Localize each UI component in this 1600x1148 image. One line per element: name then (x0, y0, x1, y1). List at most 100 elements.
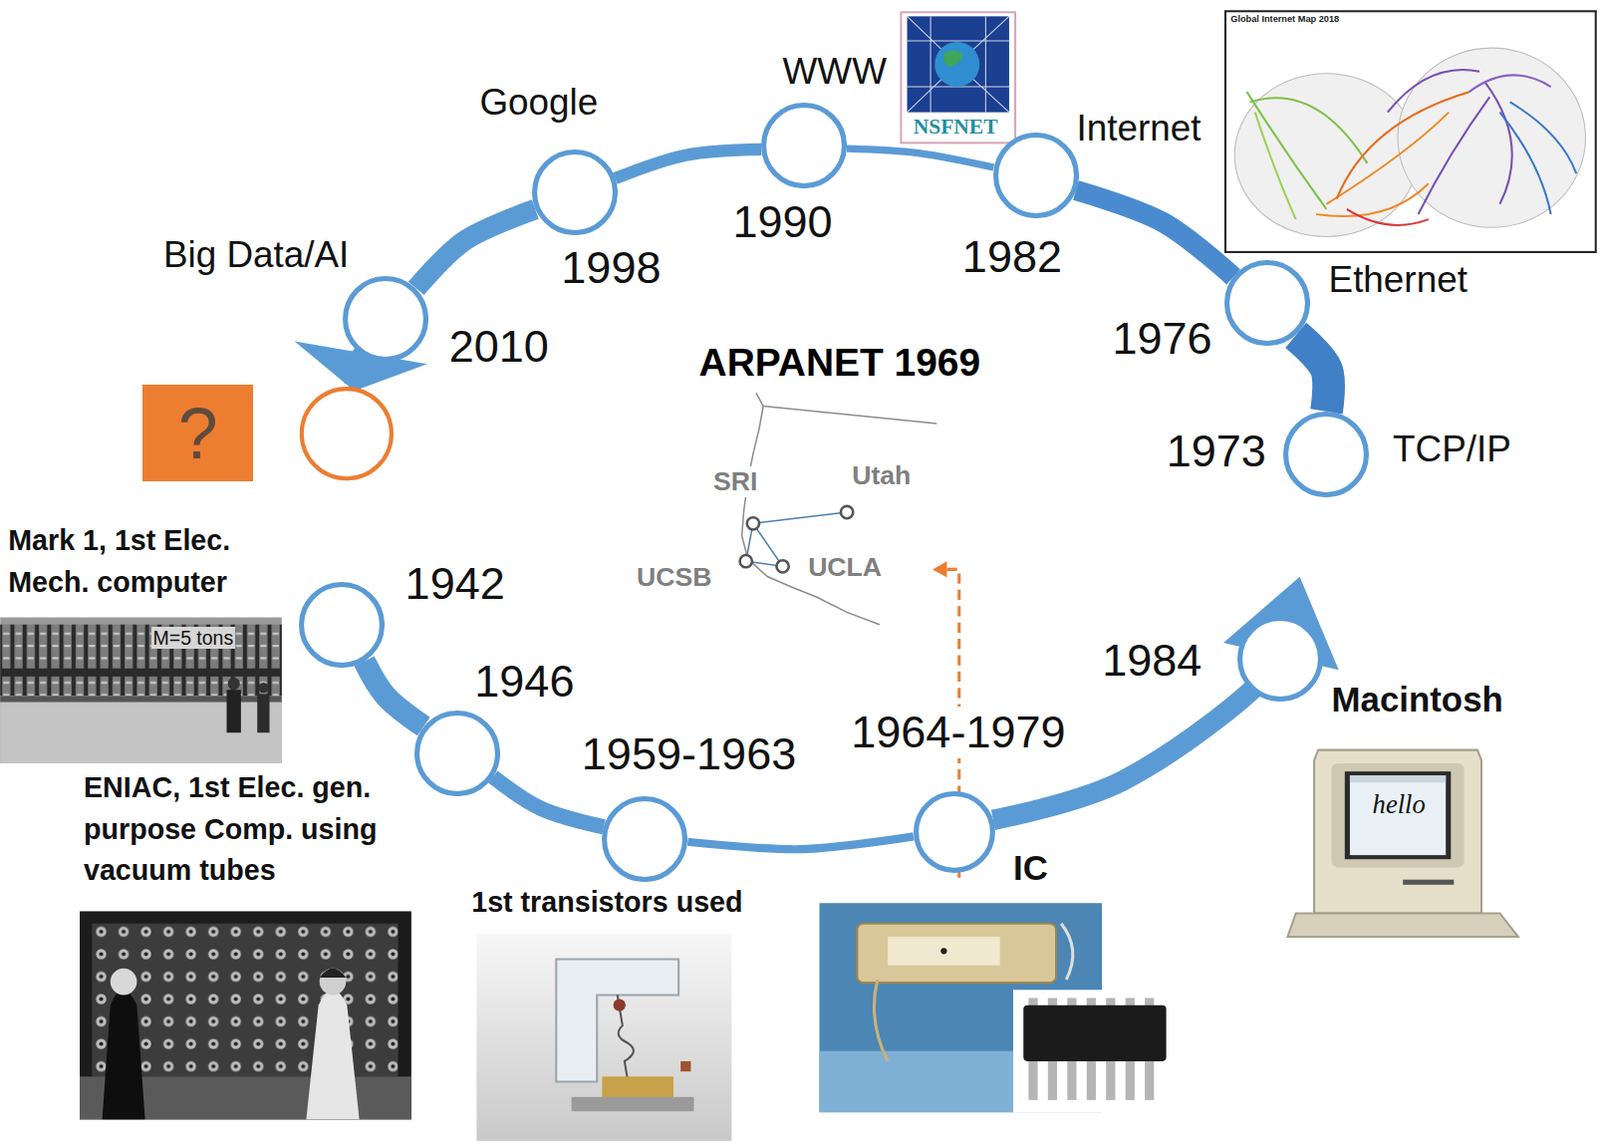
timeline-band (364, 660, 425, 727)
dashed-pointer (932, 560, 947, 577)
weight-note: M=5 tons (151, 626, 237, 649)
event-label: Mark 1, 1st Elec. Mech. computer (7, 520, 281, 603)
macintosh-computer (1344, 771, 1451, 859)
macintosh-computer (1287, 912, 1518, 937)
circle-outline (601, 796, 688, 882)
event-label: Internet (1076, 107, 1202, 150)
timeline-band (493, 777, 604, 827)
timeline-circle: 1998Google (532, 149, 618, 236)
circle-outline (414, 710, 501, 797)
ring-outline (301, 388, 392, 479)
timeline-band (1075, 190, 1234, 277)
timeline-band (614, 149, 762, 179)
internet-map (1247, 69, 1578, 226)
nsfnet-logo (900, 11, 1016, 143)
mark1-photo (228, 677, 241, 690)
nsfnet-logo (907, 15, 1010, 112)
timeline-circle: 1946ENIAC, 1st Elec. gen. purpose Comp. … (414, 710, 501, 797)
site-label: UCLA (805, 551, 884, 583)
ic-chip (1048, 1061, 1058, 1100)
circle-outline (345, 277, 427, 359)
timeline-band (493, 777, 604, 827)
logo-text: NSFNET (913, 114, 999, 140)
timeline-band (846, 148, 994, 168)
year-label: 1964-1979 (848, 706, 1067, 759)
timeline-circle: 1982Internet (993, 132, 1079, 219)
timeline-band (846, 148, 994, 168)
eniac-photo (102, 989, 146, 1119)
internet-map (1387, 69, 1480, 113)
event-label: Big Data/AI (163, 234, 349, 276)
macintosh-computer (1402, 879, 1454, 885)
internet-map (1225, 10, 1597, 253)
event-label: IC (1013, 847, 1049, 888)
year-label: 1990 (732, 196, 832, 249)
macintosh-computer (1332, 763, 1465, 867)
timeline-band (614, 149, 762, 179)
eniac-photo (319, 968, 347, 978)
nsfnet-logo (907, 15, 1010, 112)
nsfnet-logo (900, 11, 1016, 143)
timeline-band (993, 576, 1339, 820)
year-label: 1998 (560, 242, 661, 294)
timeline-circle: 1973TCP/IP (1283, 411, 1369, 498)
circle-outline (1286, 413, 1367, 495)
screen-text: hello (1372, 789, 1426, 820)
mark1-photo (0, 617, 282, 764)
macintosh-computer (1349, 775, 1446, 783)
arpanet-map (742, 392, 880, 624)
transistor-photo (571, 1096, 695, 1111)
year-label: 1973 (1166, 425, 1267, 478)
circle-outline (913, 791, 996, 873)
eniac-photo (79, 910, 412, 1119)
question-box: ? (142, 384, 254, 482)
internet-map (1316, 183, 1429, 217)
transistor-photo (555, 959, 679, 1082)
mark1-photo (0, 624, 282, 697)
arpanet-links (753, 512, 847, 524)
circle-outline (416, 712, 498, 794)
ic-chip (1013, 989, 1179, 1112)
arpanet-site (840, 506, 853, 519)
map-heading: Global Internet Map 2018 (1230, 13, 1339, 25)
macintosh-computer (1314, 750, 1482, 914)
ic-chip (1013, 989, 1179, 1112)
ic-photo (873, 979, 888, 1062)
internet-map (1250, 97, 1368, 164)
arpanet-site (747, 517, 760, 530)
event-label: ENIAC, 1st Elec. gen. purpose Comp. usin… (83, 767, 421, 892)
circle-outline (533, 151, 615, 233)
mark1-photo (258, 682, 268, 693)
timeline-circle: 1984Macintosh (1237, 615, 1324, 702)
timeline-circle: 1990WWW (761, 102, 847, 189)
arpanet-site (740, 554, 753, 567)
question-marker: ? (140, 384, 398, 482)
year-label: 1959-1963 (581, 728, 797, 781)
circle-outline (915, 793, 993, 870)
timeline-circle: 1964-1979IC (913, 791, 996, 873)
timeline-band (687, 835, 914, 849)
ic-photo (940, 947, 947, 954)
eniac-photo (79, 910, 412, 1119)
year-label: 1976 (1111, 312, 1212, 365)
timeline-band (1296, 334, 1330, 411)
transistor-photo (476, 933, 732, 1141)
internet-map (1397, 47, 1586, 228)
event-label: TCP/IP (1392, 428, 1512, 471)
timeline-band (364, 660, 425, 727)
ic-photo (856, 923, 1057, 983)
internet-map (1346, 209, 1429, 226)
circle-outline (604, 798, 686, 879)
nsfnet-logo (934, 41, 980, 87)
circle-outline (532, 149, 618, 236)
event-label: WWW (783, 50, 887, 93)
ic-photo (1061, 923, 1073, 980)
year-label: 1982 (962, 231, 1063, 283)
circle-outline (761, 102, 847, 189)
internet-map (1255, 112, 1297, 221)
eniac-photo (110, 968, 138, 996)
circle-outline (1283, 411, 1369, 498)
ic-photo (887, 936, 1001, 966)
question-mark: ? (178, 392, 219, 475)
